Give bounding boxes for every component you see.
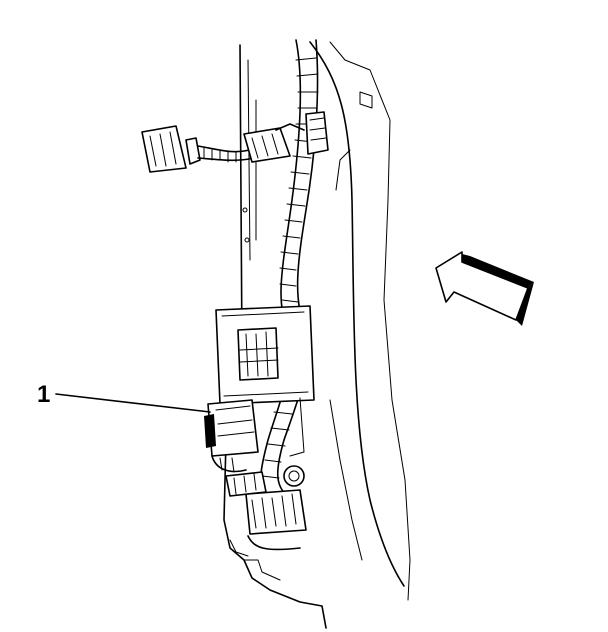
callout-1-connector bbox=[204, 399, 259, 473]
callout-1-label: 1 bbox=[37, 381, 50, 408]
pillar-panel bbox=[223, 41, 411, 629]
view-arrow-icon bbox=[435, 251, 534, 326]
callout-1-leader bbox=[55, 393, 211, 413]
harness-clip-upper bbox=[305, 111, 329, 155]
upper-connector bbox=[141, 125, 291, 173]
module-bracket bbox=[215, 305, 315, 457]
lower-connector bbox=[225, 465, 307, 551]
